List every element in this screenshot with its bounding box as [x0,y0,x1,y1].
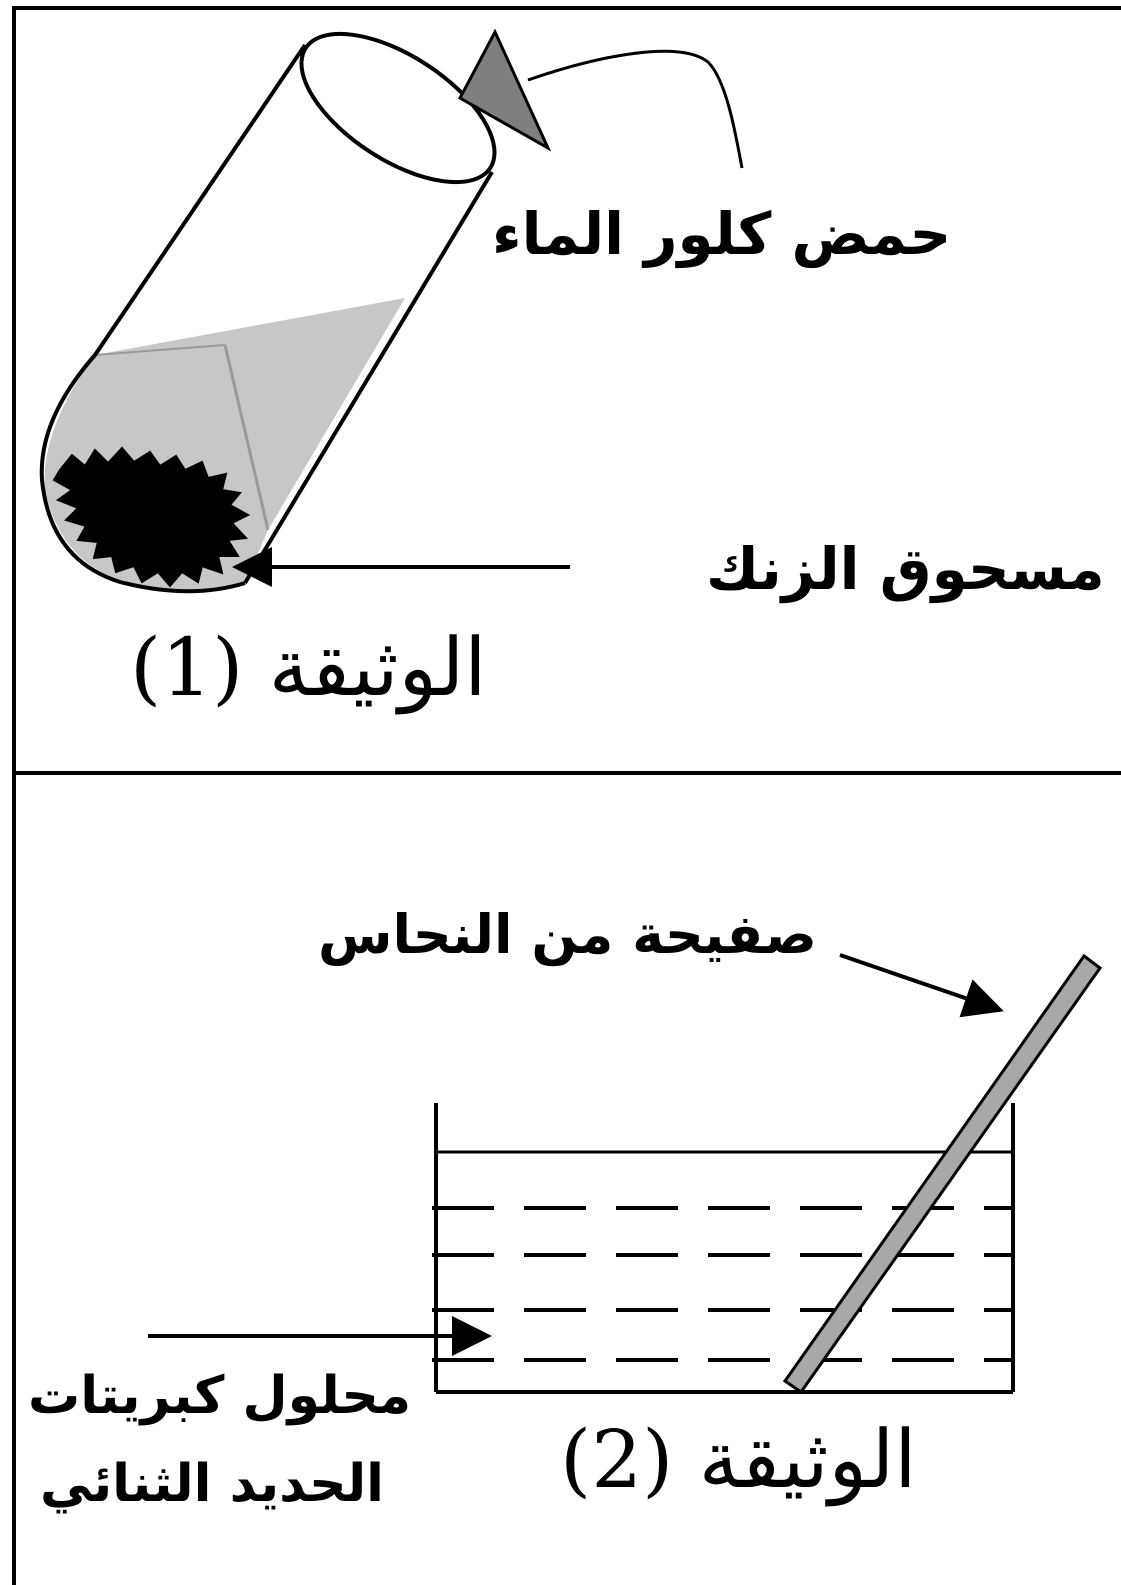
copper-arrow [839,953,1004,1018]
acid-drop-icon [457,28,552,152]
copper-label: صفيحة من النحاس [318,903,817,966]
doc1-caption: الوثيقة (1) [130,621,487,714]
solution-dashes [432,1206,1013,1362]
zinc-label: مسحوق الزنك [706,535,1105,603]
acid-label: حمض كلور الماء [492,200,952,268]
tube-bottom [39,353,246,594]
tube-wall-right [243,170,494,585]
beaker [432,1103,1015,1394]
liquid-shading-line [223,344,270,531]
solution-label-line1: محلول كبريتات [28,1366,412,1426]
outer-frame [12,6,1121,1585]
acid-pointer-line [527,49,744,169]
solution-label-line2: الحديد الثنائي [40,1454,384,1514]
liquid-surface-line [94,344,226,356]
doc2-caption: الوثيقة (2) [560,1413,917,1506]
copper-plate [782,953,1103,1395]
tube-wall-left [93,43,307,357]
test-tube [39,31,497,594]
tube-mouth [299,31,497,185]
